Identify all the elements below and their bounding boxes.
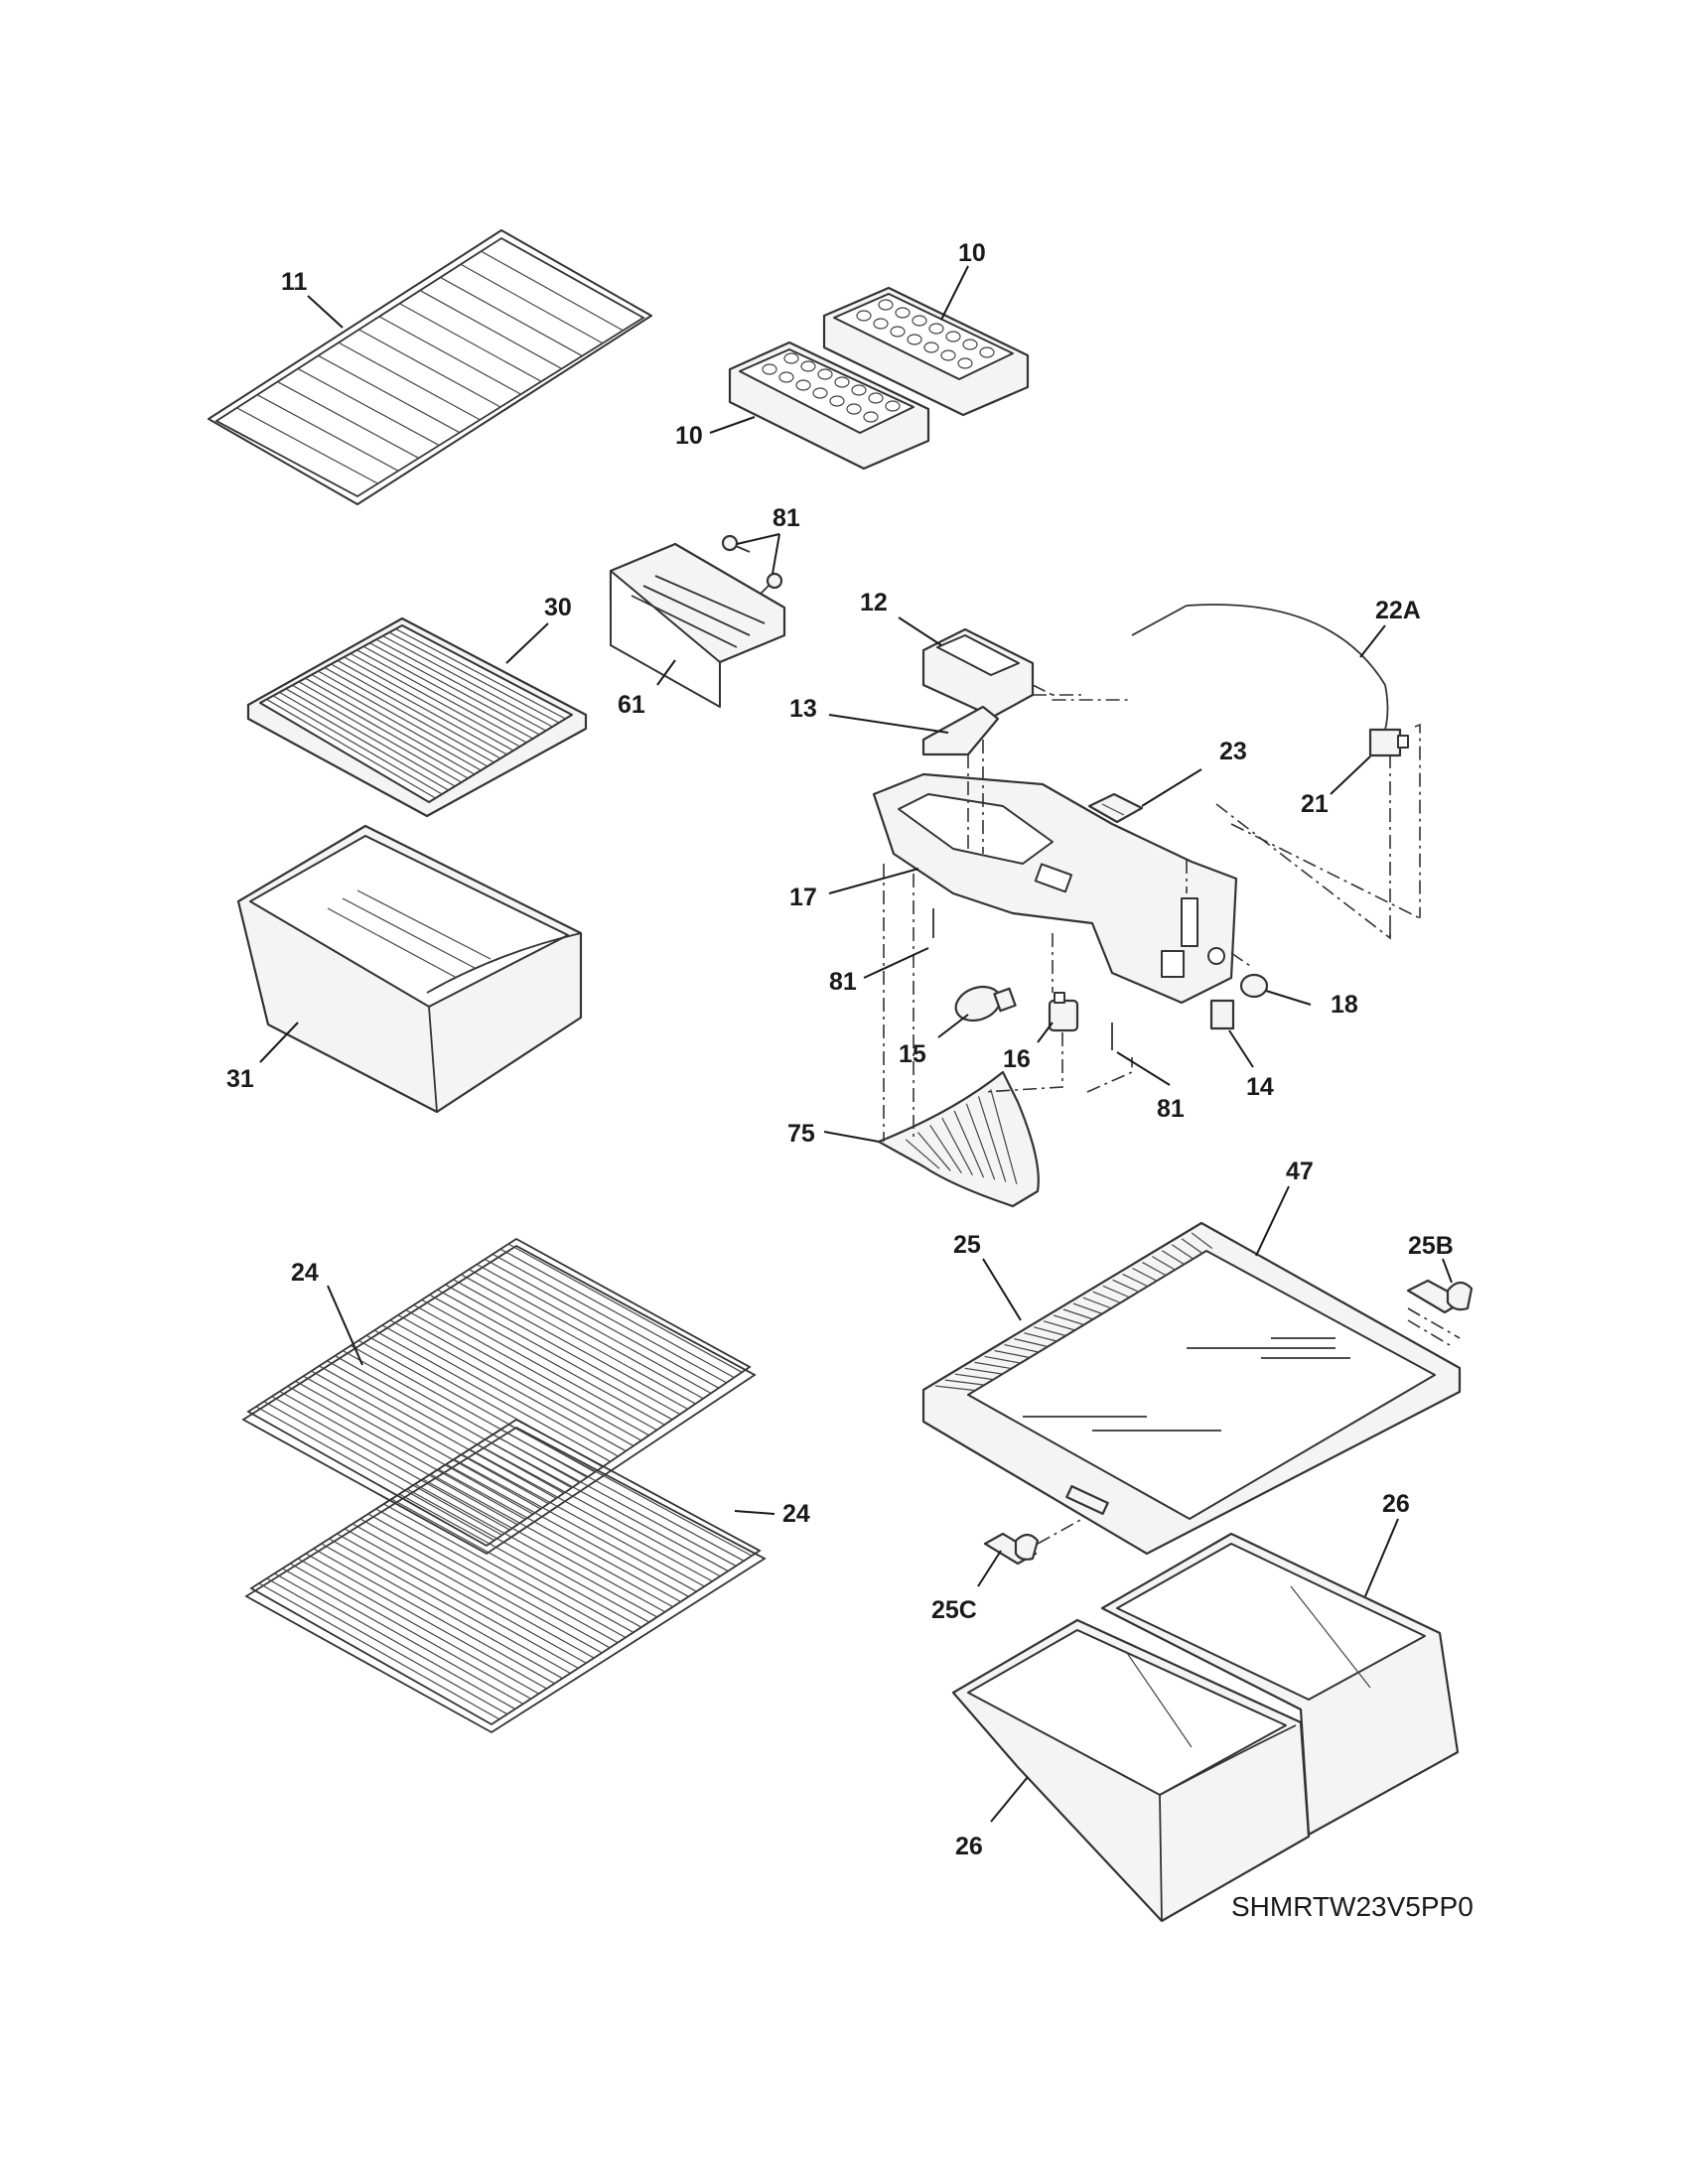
- assembly-dash-lines: [883, 684, 1421, 1142]
- shelf-end-25C: [983, 1532, 1040, 1566]
- callout-24-lower: 24: [782, 1500, 810, 1528]
- callout-10-top: 10: [958, 239, 986, 267]
- capillary-tube-22A: [1131, 604, 1389, 731]
- callout-11: 11: [281, 268, 308, 296]
- callout-10-front: 10: [675, 422, 703, 450]
- glass-reflection-47: [1023, 1337, 1350, 1432]
- leader-lines: [259, 265, 1453, 1823]
- thermostat-21: [1368, 728, 1409, 757]
- callout-25C: 25C: [931, 1596, 977, 1624]
- callout-30: 30: [544, 594, 572, 621]
- bracket-61: [609, 542, 786, 708]
- callout-13: 13: [789, 695, 817, 723]
- crisper-cover-30: [246, 616, 588, 818]
- diverter-13: [921, 705, 1000, 756]
- callout-labels: 11 10 10 81 61 30 12 22A 13 23 21 17 81 …: [226, 239, 1474, 1922]
- callout-26-back: 26: [1382, 1490, 1410, 1518]
- screw-81-top: [721, 534, 783, 595]
- callout-81-top: 81: [773, 504, 800, 532]
- callout-26-front: 26: [955, 1833, 983, 1860]
- shelf25-dash-lines: [1037, 1307, 1461, 1545]
- glass-shelf-25: [921, 1221, 1462, 1556]
- callout-81-bottom: 81: [1157, 1095, 1185, 1123]
- callout-31: 31: [226, 1065, 254, 1093]
- callout-17: 17: [789, 884, 817, 911]
- pan-26-front: [951, 1618, 1311, 1923]
- callout-75: 75: [787, 1120, 815, 1148]
- callout-16: 16: [1003, 1045, 1031, 1073]
- callout-22A: 22A: [1375, 597, 1421, 624]
- callout-24-upper: 24: [291, 1259, 319, 1287]
- pan-26-back: [1100, 1532, 1460, 1837]
- callout-18: 18: [1331, 991, 1358, 1019]
- wire-shelf-24-lower: [244, 1418, 767, 1734]
- callout-12: 12: [860, 589, 888, 616]
- callout-15: 15: [899, 1040, 926, 1068]
- callout-14: 14: [1246, 1073, 1274, 1101]
- light-shield-75: [877, 1070, 1040, 1208]
- callout-81-mid: 81: [829, 968, 857, 996]
- ice-tray-10-front: [728, 341, 930, 471]
- callout-61: 61: [618, 691, 645, 719]
- shelf-end-25B: [1406, 1279, 1474, 1314]
- screws-81-housing: [932, 908, 1113, 1050]
- callout-25B: 25B: [1408, 1232, 1454, 1260]
- diagram-code: SHMRTW23V5PP0: [1231, 1891, 1474, 1922]
- control-board-23: [1087, 792, 1144, 824]
- wire-shelf-11: [208, 229, 652, 505]
- socket-16: [1048, 992, 1079, 1032]
- switch-14: [1209, 999, 1235, 1030]
- callout-23: 23: [1219, 738, 1247, 765]
- callout-25: 25: [953, 1231, 981, 1259]
- callout-47: 47: [1286, 1158, 1314, 1185]
- knob-18: [1239, 973, 1269, 999]
- ice-bucket-12: [921, 627, 1035, 719]
- housing-17: [872, 772, 1238, 1005]
- light-bulb-15: [954, 985, 1017, 1023]
- crisper-pan-31: [236, 824, 583, 1114]
- callout-21: 21: [1301, 790, 1329, 818]
- ice-tray-10-back: [822, 286, 1030, 417]
